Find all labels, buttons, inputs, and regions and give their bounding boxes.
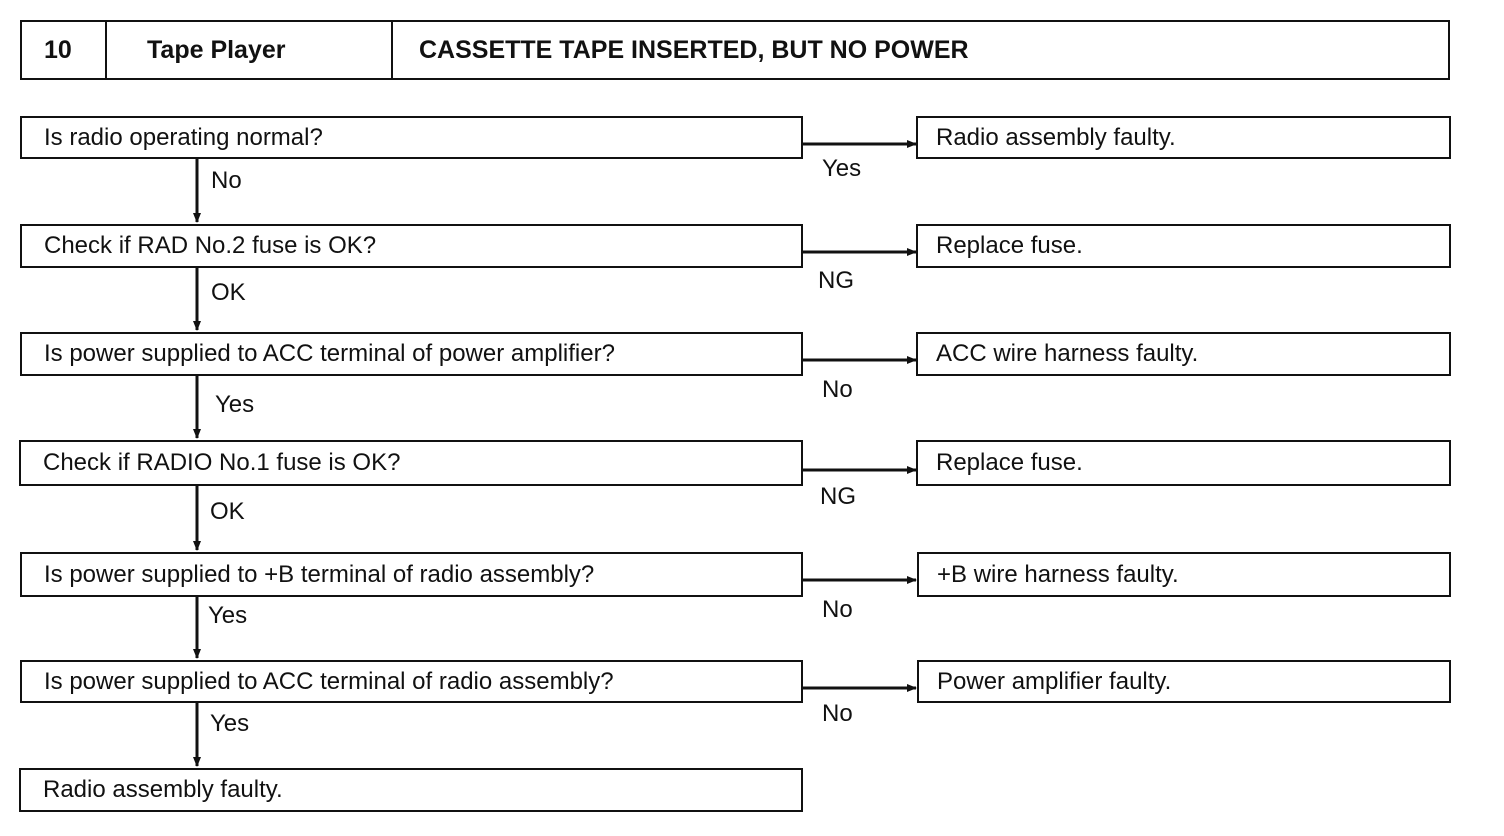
down-label-5: Yes xyxy=(208,602,248,629)
side-label-3: No xyxy=(822,376,853,403)
question-box-1: Is radio operating normal? xyxy=(20,116,803,159)
procedure-header: 10 Tape Player CASSETTE TAPE INSERTED, B… xyxy=(20,20,1450,80)
question-box-5: Is power supplied to +B terminal of radi… xyxy=(20,552,803,597)
result-box-6: Power amplifier faulty. xyxy=(917,660,1451,703)
down-label-3: Yes xyxy=(215,391,255,418)
down-label-1: No xyxy=(211,167,242,194)
question-box-2: Check if RAD No.2 fuse is OK? xyxy=(20,224,803,268)
side-label-1: Yes xyxy=(822,155,862,182)
result-box-5: +B wire harness faulty. xyxy=(917,552,1451,597)
question-box-6: Is power supplied to ACC terminal of rad… xyxy=(20,660,803,703)
result-box-2: Replace fuse. xyxy=(916,224,1451,268)
final-result-box: Radio assembly faulty. xyxy=(19,768,803,812)
down-label-4: OK xyxy=(210,498,245,525)
result-box-4: Replace fuse. xyxy=(916,440,1451,486)
side-label-5: No xyxy=(822,596,853,623)
procedure-title: Tape Player xyxy=(107,22,393,78)
procedure-subject: CASSETTE TAPE INSERTED, BUT NO POWER xyxy=(419,35,969,64)
question-box-3: Is power supplied to ACC terminal of pow… xyxy=(20,332,803,376)
question-box-4: Check if RADIO No.1 fuse is OK? xyxy=(19,440,803,486)
procedure-number: 10 xyxy=(22,22,107,78)
result-box-1: Radio assembly faulty. xyxy=(916,116,1451,159)
side-label-2: NG xyxy=(818,267,854,294)
side-label-4: NG xyxy=(820,483,856,510)
result-box-3: ACC wire harness faulty. xyxy=(916,332,1451,376)
side-label-6: No xyxy=(822,700,853,727)
down-label-6: Yes xyxy=(210,710,250,737)
down-label-2: OK xyxy=(211,279,246,306)
